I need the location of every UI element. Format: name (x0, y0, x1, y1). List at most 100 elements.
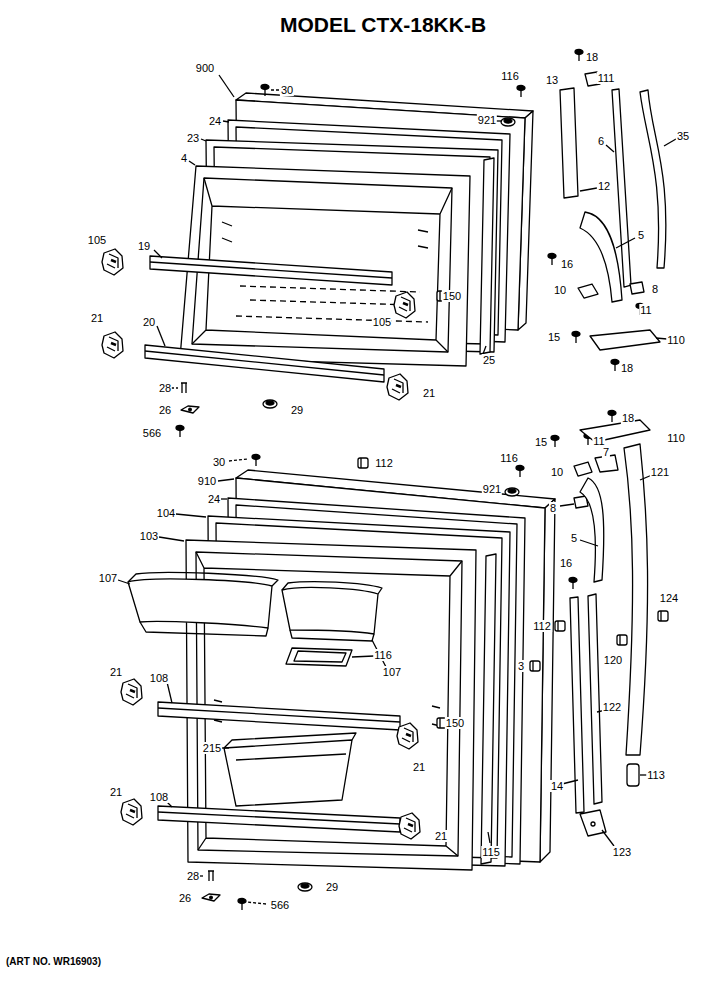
small-hardware (569, 578, 577, 590)
leader-line (271, 89, 280, 90)
leader-line (154, 75, 676, 388)
callout-number: 921 (477, 114, 497, 126)
leader-line (483, 346, 486, 354)
leader-line (602, 830, 614, 846)
callout-number: 12 (597, 180, 611, 192)
door-liner (222, 222, 428, 248)
callout-number: 910 (197, 475, 217, 487)
small-hardware (517, 86, 525, 98)
hinge-hardware (574, 462, 592, 476)
callout-number: 15 (534, 436, 548, 448)
hinge-hardware (588, 594, 602, 804)
leader-line (560, 504, 574, 506)
callout-number: 107 (382, 666, 402, 678)
small-hardware (238, 899, 246, 911)
door-shelf-rail (150, 256, 392, 285)
small-hardware (202, 894, 220, 901)
callout-number: 6 (597, 135, 605, 147)
callout-number: 566 (142, 427, 162, 439)
leader-line (118, 459, 652, 904)
door-liner (236, 286, 428, 322)
small-hardware (530, 661, 540, 671)
callout-number: 107 (98, 572, 118, 584)
callout-number: 4 (180, 152, 188, 164)
small-hardware (658, 611, 668, 621)
small-hardware (551, 436, 559, 448)
leader-line (562, 780, 578, 784)
small-hardware (181, 406, 199, 413)
callout-number: 104 (156, 507, 176, 519)
leader-line (352, 656, 374, 657)
callout-number: 112 (374, 457, 394, 469)
callout-number: 150 (445, 717, 465, 729)
door-side-strip (480, 158, 494, 354)
callout-number: 20 (142, 316, 156, 328)
callout-number: 21 (422, 387, 436, 399)
callout-number: 23 (186, 132, 200, 144)
leader-line (246, 902, 266, 904)
small-hardware (298, 883, 312, 891)
rail-clip (121, 679, 420, 839)
door-bin (128, 572, 278, 586)
door-shelf-rail (145, 351, 384, 375)
door-bin (282, 587, 378, 634)
door-side-strip (481, 554, 496, 864)
hinge-hardware (580, 478, 604, 582)
callout-number: 26 (178, 892, 192, 904)
rail-clip (121, 679, 142, 705)
callout-number: 116 (500, 70, 520, 82)
callout-number: 35 (676, 130, 690, 142)
callout-number: 150 (442, 290, 462, 302)
leader-line (167, 682, 172, 703)
door-side-strip (480, 158, 494, 354)
callout-number: 18 (620, 362, 634, 374)
small-hardware (572, 332, 580, 344)
small-hardware (176, 426, 184, 438)
callout-number: 921 (482, 483, 502, 495)
small-hardware (617, 635, 627, 645)
callout-number: 116 (499, 452, 519, 464)
small-hardware (252, 455, 260, 467)
door-bin (290, 630, 374, 641)
callout-number: 108 (149, 791, 169, 803)
door-shelf-rail (150, 262, 392, 278)
callout-number: 18 (585, 51, 599, 63)
callout-number: 10 (553, 284, 567, 296)
leader-line (189, 161, 195, 165)
leader-line (606, 145, 614, 152)
callout-number: 113 (646, 769, 666, 781)
door-bin (140, 622, 268, 636)
callout-number: 30 (212, 456, 226, 468)
callout-number: 103 (139, 530, 159, 542)
callout-number: 8 (651, 283, 659, 295)
leader-line (219, 75, 234, 97)
rail-clip (397, 723, 418, 749)
diagram-title: MODEL CTX-18KK-B (280, 13, 486, 37)
door-bin (282, 582, 382, 594)
small-hardware (358, 458, 368, 468)
leader-line (223, 121, 229, 122)
leader-line (580, 540, 598, 546)
leader-line (580, 188, 597, 191)
callout-number: 16 (560, 258, 574, 270)
small-hardware (608, 411, 616, 423)
leader-line (159, 537, 184, 541)
callout-number: 105 (372, 316, 392, 328)
callout-number: 29 (290, 404, 304, 416)
callout-number: 8 (549, 502, 557, 514)
hinge-hardware (591, 822, 595, 826)
callout-number: 21 (434, 830, 448, 842)
callout-number: 25 (482, 354, 496, 366)
door-shelf-rail (158, 708, 400, 722)
door-shelf-rail (158, 812, 400, 824)
leader-line (154, 250, 162, 258)
door-tray (286, 648, 352, 666)
callout-number: 110 (666, 334, 686, 346)
door-shelf-rail (145, 345, 384, 382)
callout-number: 19 (137, 240, 151, 252)
small-hardware (555, 621, 565, 631)
hinge-hardware (578, 284, 598, 298)
hinge-hardware (580, 810, 606, 836)
